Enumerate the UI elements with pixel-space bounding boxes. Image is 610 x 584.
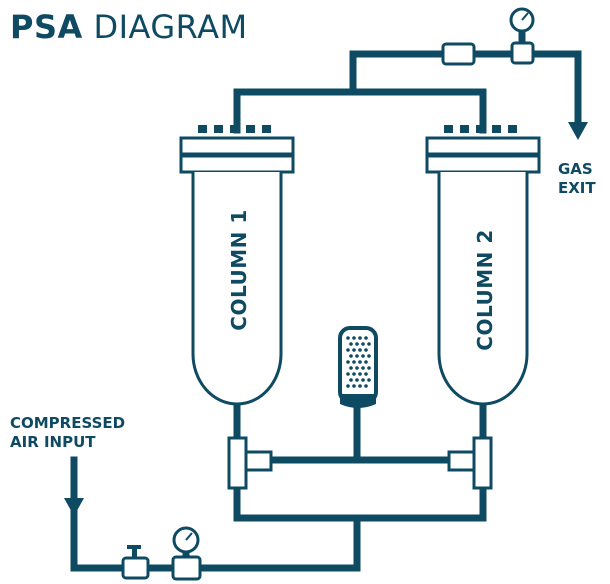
valve-col1 (227, 436, 273, 490)
flow-meter (441, 42, 476, 66)
input-valve (121, 545, 150, 580)
column-1-label: COLUMN 1 (227, 209, 251, 330)
air-input-label: COMPRESSED AIR INPUT (10, 414, 125, 452)
top-pipe-col2 (349, 88, 487, 134)
title-light: DIAGRAM (93, 8, 248, 46)
gas-exit-line2: EXIT (558, 179, 596, 197)
column-1-cap (198, 125, 271, 133)
exit-pressure-gauge (509, 7, 535, 65)
air-input-line1: COMPRESSED (10, 414, 126, 432)
air-input-arrow (64, 498, 84, 516)
diagram-title: PSA DIAGRAM (10, 8, 248, 46)
air-input-line2: AIR INPUT (10, 433, 96, 451)
top-pipe-col1 (233, 88, 357, 134)
column-1-flange-bottom (179, 154, 295, 174)
valve-col2 (447, 436, 493, 490)
gas-exit-pipe (470, 50, 582, 128)
column-1-flange-top (179, 136, 295, 156)
gas-exit-line1: GAS (558, 160, 593, 178)
top-pipe-riser (349, 50, 447, 96)
column-2-flange-top (425, 136, 541, 156)
column-1-body (191, 172, 283, 406)
column-2-flange-bottom (425, 154, 541, 174)
muffler (338, 326, 378, 408)
column-2-label: COLUMN 2 (473, 229, 497, 350)
column-2-cap (444, 125, 517, 133)
air-input-pipe (70, 456, 361, 572)
input-pressure-gauge (171, 526, 202, 581)
gas-exit-arrow (568, 122, 588, 140)
title-bold: PSA (10, 8, 83, 46)
gas-exit-label: GAS EXIT (558, 160, 596, 198)
column-2-body (437, 172, 529, 406)
